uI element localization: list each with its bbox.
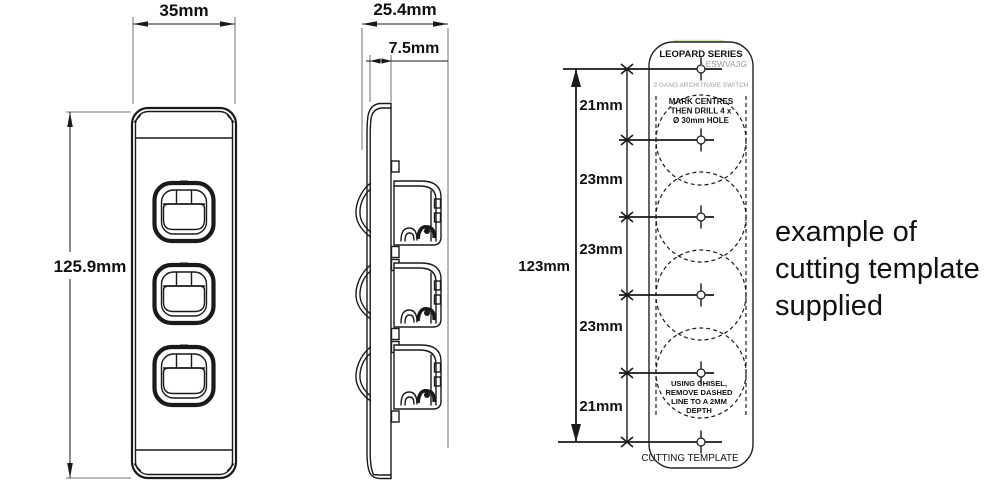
chisel-note-line-1: USING CHISEL, bbox=[671, 379, 727, 388]
template-footer: CUTTING TEMPLATE bbox=[641, 453, 739, 464]
switch-mechanism-1 bbox=[392, 179, 443, 247]
drill-note-line-1: MARK CENTRES bbox=[669, 97, 734, 106]
template-subtitle: 3 GANG ARCHITRAVE SWITCH bbox=[653, 82, 748, 89]
template-outline bbox=[648, 41, 754, 469]
chisel-note-line-3: LINE TO A 2MM bbox=[671, 397, 727, 406]
template-overall-label: 123mm bbox=[518, 258, 570, 275]
rocker-switch-1 bbox=[155, 181, 214, 242]
front-width-dimension: 35mm bbox=[132, 1, 236, 104]
caption: example of cutting template supplied bbox=[775, 216, 980, 322]
front-height-label: 125.9mm bbox=[54, 257, 127, 276]
rocker-profile-3 bbox=[355, 346, 372, 402]
drill-note-line-2: THEN DRILL 4 x bbox=[671, 107, 732, 116]
cutting-template: 123mm 21mm 23mm 23mm 23mm 21mm LEOPARD S… bbox=[518, 39, 754, 469]
caption-line-2: cutting template bbox=[775, 253, 980, 285]
template-model: LESWVA3G bbox=[701, 59, 747, 69]
segment-label-3: 23mm bbox=[579, 241, 622, 258]
segment-label-4: 23mm bbox=[579, 318, 622, 335]
template-segment-chain: 21mm 23mm 23mm 23mm 21mm bbox=[579, 63, 634, 448]
segment-label-2: 23mm bbox=[579, 171, 622, 188]
rocker-switch-3 bbox=[155, 345, 214, 406]
front-height-dimension: 125.9mm bbox=[44, 111, 134, 479]
front-width-label: 35mm bbox=[159, 1, 208, 20]
switch-plate-profile bbox=[366, 102, 392, 480]
chisel-note-line-4: DEPTH bbox=[686, 406, 712, 415]
caption-line-3: supplied bbox=[775, 290, 883, 322]
caption-line-1: example of bbox=[775, 216, 918, 248]
rocker-profile-2 bbox=[355, 264, 372, 320]
plate-depth-label: 7.5mm bbox=[389, 40, 440, 57]
rocker-switch-2 bbox=[155, 263, 214, 324]
chisel-note-line-2: REMOVE DASHED bbox=[665, 388, 733, 397]
template-overall-dimension: 123mm bbox=[518, 69, 581, 442]
template-text: LEOPARD SERIES LESWVA3G 3 GANG ARCHITRAV… bbox=[641, 49, 748, 464]
side-view: 25.4mm 7.5mm bbox=[355, 0, 449, 480]
template-series: LEOPARD SERIES bbox=[659, 49, 742, 60]
segment-label-1: 21mm bbox=[579, 97, 622, 114]
switch-mechanism-3 bbox=[392, 343, 443, 411]
drill-note-line-3: Ø 30mm HOLE bbox=[673, 116, 730, 125]
segment-label-5: 21mm bbox=[579, 398, 622, 415]
front-view: 35mm 125.9mm bbox=[44, 1, 238, 480]
side-depth-label: 25.4mm bbox=[373, 0, 436, 19]
switch-mechanism-2 bbox=[392, 261, 443, 329]
side-depth-dimension: 25.4mm bbox=[361, 0, 449, 448]
rocker-profile-1 bbox=[355, 182, 372, 238]
plate-depth-dimension: 7.5mm bbox=[366, 40, 448, 102]
